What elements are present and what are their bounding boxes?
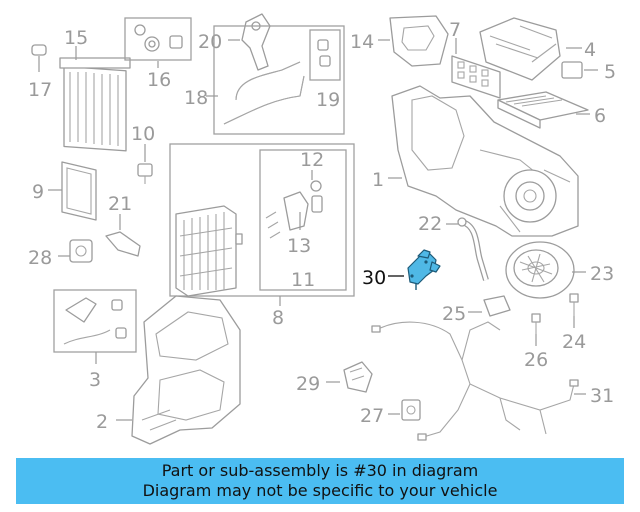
part-4-air-distribution-housing [479,17,561,81]
part-31-wiring-harness [371,321,579,441]
label-4: 4 [584,39,596,61]
label-8: 8 [272,307,284,329]
part-30-highlighted[interactable] [407,249,441,290]
label-16: 16 [147,69,171,91]
label-29: 29 [296,373,320,395]
label-3: 3 [89,369,101,391]
part-10-temperature-sensor [137,163,153,184]
label-15: 15 [64,27,88,49]
part-23-blower-motor [505,241,575,299]
label-23: 23 [590,263,614,285]
label-30: 30 [362,267,386,289]
label-12: 12 [300,149,324,171]
part-14-gasket [389,15,449,67]
part-16-fastener-kit [124,17,192,68]
label-26: 26 [524,349,548,371]
part-1-hvac-housing [391,85,579,237]
part-18-ac-line-assembly [213,25,345,135]
label-6: 6 [594,105,606,127]
part-20-bracket [241,13,271,71]
part-8-evaporator-group [169,143,355,297]
label-27: 27 [360,405,384,427]
part-7-seal-strip [451,55,501,99]
label-22: 22 [418,213,442,235]
part-3-linkage-set [53,289,137,364]
label-10: 10 [131,123,155,145]
part-9-filter-frame [61,161,97,221]
banner-line-2: Diagram may not be specific to your vehi… [142,481,498,500]
label-28: 28 [28,247,52,269]
part-24-screw [569,293,579,328]
label-17: 17 [28,79,52,101]
label-19: 19 [316,89,340,111]
info-banner: Part or sub-assembly is #30 in diagram D… [16,458,624,504]
label-21: 21 [108,193,132,215]
label-9: 9 [32,181,44,203]
part-17-clip [31,44,47,72]
label-25: 25 [442,303,466,325]
part-27-small-actuator [401,399,421,421]
label-1: 1 [372,169,384,191]
part-29-control-module [343,361,373,393]
label-2: 2 [96,411,108,433]
banner-line-1: Part or sub-assembly is #30 in diagram [161,461,479,480]
label-18: 18 [184,87,208,109]
label-14: 14 [350,31,374,53]
part-28-motor [69,239,93,263]
label-5: 5 [604,61,616,83]
part-2-lower-hvac-housing [131,295,241,445]
part-6-cabin-filter [497,91,589,129]
part-25-mount [483,295,511,317]
label-11: 11 [291,269,315,291]
part-21-actuator [105,214,141,257]
label-13: 13 [287,235,311,257]
label-7: 7 [449,19,461,41]
part-5-sensor-clip [561,61,583,79]
part-22-drain-hose [457,217,489,281]
part-15-heater-core [59,57,131,152]
label-20: 20 [198,31,222,53]
label-24: 24 [562,331,586,353]
part-26-bolt [531,313,541,346]
label-31: 31 [590,385,614,407]
